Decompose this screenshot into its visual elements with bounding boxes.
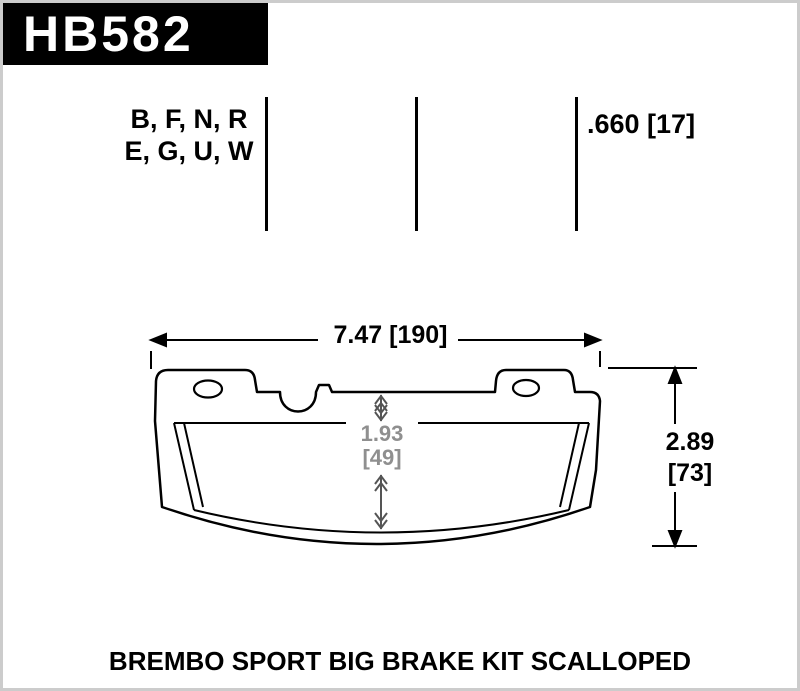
compound-codes: B, F, N, R E, G, U, W — [113, 103, 265, 167]
width-dimension — [148, 332, 603, 369]
height-dimension — [608, 365, 697, 549]
center-arrow-lower-chevrons — [374, 481, 388, 492]
column-divider-1 — [265, 97, 268, 231]
part-number-box: HB582 — [3, 3, 268, 65]
column-divider-2 — [415, 97, 418, 231]
part-number: HB582 — [23, 6, 194, 62]
height-arrowhead-bottom — [667, 530, 683, 549]
column-divider-3 — [575, 97, 578, 231]
center-arrow-lower-chevrons — [374, 474, 388, 485]
compound-codes-line2: E, G, U, W — [124, 136, 254, 166]
center-arrow-upper-chevrons — [374, 404, 388, 415]
width-arrowhead-left — [148, 332, 167, 348]
center-arrow-upper-chevrons — [374, 411, 388, 422]
center-arrow-lower-chevrons — [374, 512, 388, 523]
center-arrow-upper-chevrons — [374, 394, 388, 405]
mounting-hole-right — [511, 378, 541, 398]
friction-chamfer-left — [173, 422, 204, 511]
height-arrowhead-top — [667, 365, 683, 384]
friction-chamfer-right — [559, 422, 590, 511]
product-caption: BREMBO SPORT BIG BRAKE KIT SCALLOPED — [108, 646, 692, 676]
center-arrow-lower-chevrons — [374, 519, 388, 530]
center-dimension-arrows — [374, 394, 388, 530]
center-dimension-label: 1.93 [49] — [346, 422, 418, 470]
mounting-hole-left — [192, 379, 224, 399]
center-dimension-mm: [49] — [362, 445, 402, 470]
pad-thickness-value: .660 [17] — [587, 109, 696, 139]
friction-bottom-edge — [193, 509, 570, 534]
height-dimension-mm: [73] — [667, 459, 713, 487]
height-dimension-inches: 2.89 — [665, 428, 715, 456]
center-dimension-inches: 1.93 — [360, 421, 404, 446]
height-dimension-label: 2.89 [73] — [650, 427, 730, 489]
compound-codes-line1: B, F, N, R — [130, 104, 248, 134]
width-arrowhead-right — [584, 332, 603, 348]
width-dimension-label: 7.47 [190] — [333, 321, 448, 349]
